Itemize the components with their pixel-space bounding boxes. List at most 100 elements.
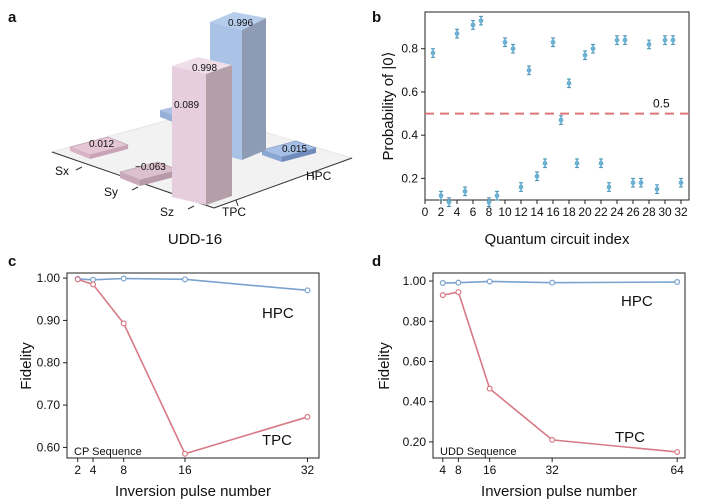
chart-d-ylabel: Fidelity (376, 342, 393, 390)
c-series-tpc-point (181, 450, 188, 457)
panel-label-c: c (8, 253, 16, 270)
value-label-0998: 0.998 (192, 63, 217, 74)
value-label-0089: 0.089 (174, 100, 199, 111)
b-xtick-label: 20 (578, 205, 592, 219)
d-series-tpc-point (674, 448, 681, 455)
col-axis (213, 157, 353, 209)
b-xtick-label: 12 (514, 205, 528, 219)
data-point (598, 160, 604, 166)
b-ytick-label: 0.2 (401, 171, 418, 185)
legend-d-tpc: TPC (615, 429, 645, 446)
c-series-tpc-point (120, 320, 127, 327)
d-series-tpc-point (439, 292, 446, 299)
panel-label-d: d (372, 253, 381, 270)
data-point (454, 31, 460, 37)
b-ytick-label: 0.6 (401, 85, 418, 99)
data-point (534, 173, 540, 179)
b-xtick-label: 28 (642, 205, 656, 219)
legend-c-tpc: TPC (262, 432, 292, 449)
d-xtick-label: 64 (671, 463, 685, 477)
d-series-tpc-line (442, 291, 678, 453)
data-point (526, 67, 532, 73)
d-ytick-label: 1.00 (403, 274, 427, 288)
b-xtick-label: 30 (658, 205, 672, 219)
b-ytick-label: 0.4 (401, 128, 418, 142)
chart-c-xlabel: Inversion pulse number (115, 483, 271, 500)
b-xtick-label: 4 (454, 205, 461, 219)
c-xtick-label: 32 (301, 463, 315, 477)
data-point (638, 180, 644, 186)
data-point (646, 42, 652, 47)
d-ytick-label: 0.40 (403, 395, 427, 409)
value-label-neg0063: −0.063 (135, 162, 166, 173)
data-point (430, 50, 436, 56)
data-point (486, 199, 492, 205)
c-ytick-label: 0.80 (37, 356, 61, 370)
c-ytick-label: 0.70 (37, 398, 61, 412)
c-xtick-label: 16 (178, 463, 192, 477)
col-label-hpc: HPC (306, 169, 332, 183)
plot-d-frame (432, 272, 686, 459)
c-series-hpc-point (304, 287, 311, 294)
b-xtick-label: 16 (546, 205, 560, 219)
c-ytick-label: 1.00 (37, 271, 61, 285)
data-point (630, 180, 636, 186)
panel-label-b: b (372, 9, 381, 26)
row-label-sy: Sy (104, 185, 118, 199)
legend-c-hpc: HPC (262, 305, 294, 322)
value-label-0996: 0.996 (228, 18, 253, 29)
b-xtick-label: 0 (422, 205, 429, 219)
row-tick-sx (75, 166, 83, 171)
c-series-hpc-point (181, 276, 188, 283)
bar-sy-tpc (119, 161, 179, 186)
plot-c-frame (66, 272, 320, 459)
data-point (550, 39, 556, 45)
c-xtick-label: 2 (74, 463, 81, 477)
d-series-hpc-point (674, 279, 681, 286)
col-label-tpc: TPC (222, 205, 246, 219)
data-point (662, 37, 668, 43)
c-series-tpc-point (90, 281, 97, 288)
row-tick-sz (187, 205, 195, 210)
data-point (446, 199, 452, 205)
d-xtick-label: 16 (483, 463, 497, 477)
b-xtick-label: 14 (530, 205, 544, 219)
value-label-0015: 0.015 (282, 144, 307, 155)
d-series-hpc-point (439, 280, 446, 287)
chart-b-ylabel: Probability of |0⟩ (380, 52, 397, 161)
c-xtick-label: 8 (120, 463, 127, 477)
c-ytick-label: 0.90 (37, 313, 61, 327)
chart-d-annotation: UDD Sequence (440, 446, 516, 458)
chart-c-ylabel: Fidelity (18, 342, 35, 390)
bar-sz-tpc (172, 57, 232, 205)
data-point (542, 160, 548, 166)
data-point (574, 160, 580, 166)
row-label-sz: Sz (160, 205, 174, 219)
panel-label-a: a (8, 9, 17, 26)
d-xtick-label: 8 (455, 463, 462, 477)
b-xtick-label: 10 (498, 205, 512, 219)
data-point (502, 39, 508, 45)
chart-d-xlabel: Inversion pulse number (481, 483, 637, 500)
d-series-tpc-point (455, 289, 462, 296)
b-xtick-label: 26 (626, 205, 640, 219)
data-point (678, 180, 684, 186)
d-ytick-label: 0.60 (403, 354, 427, 368)
row-label-sx: Sx (55, 164, 69, 178)
row-tick-sy (131, 186, 139, 191)
data-point (470, 22, 476, 28)
b-ytick-label: 0.8 (401, 42, 418, 56)
data-point (614, 37, 620, 43)
col-tick-hpc (311, 171, 315, 179)
data-point (478, 18, 484, 24)
b-xtick-label: 2 (438, 205, 445, 219)
chart-b-xlabel: Quantum circuit index (484, 231, 630, 248)
d-series-hpc-point (486, 278, 493, 285)
data-point (518, 184, 524, 190)
c-xtick-label: 4 (90, 463, 97, 477)
c-series-tpc-point (74, 276, 81, 283)
